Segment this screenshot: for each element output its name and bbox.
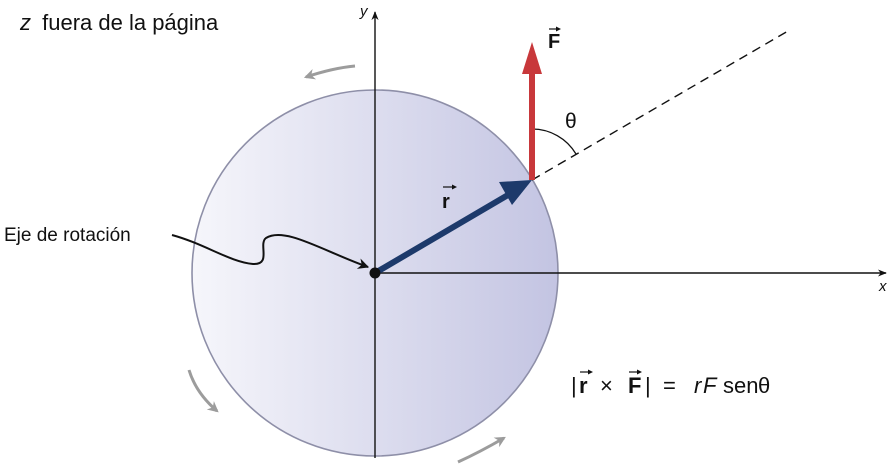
r-vector-head: [499, 180, 532, 205]
rotation-axis-label: Eje de rotación: [4, 225, 131, 246]
formula-theta: θ: [758, 373, 770, 398]
x-axis-label: x: [878, 278, 887, 295]
y-axis-label: y: [359, 3, 369, 20]
formula-sen: sen: [723, 373, 758, 398]
formula-bar-open: |: [571, 373, 577, 398]
F-vector-head: [522, 42, 542, 74]
rotation-arrow-bottom: [457, 436, 506, 464]
rotation-axis-point: [369, 267, 381, 279]
r-vector-label: r: [442, 191, 450, 213]
z-symbol: z: [19, 10, 31, 35]
r-label-arrow-tip: [452, 184, 457, 190]
z-out-of-page-note: z fuera de la página: [19, 10, 219, 35]
torque-magnitude-formula: | r × F | = r F sen θ: [571, 369, 770, 398]
line-of-action-dashed: [531, 30, 789, 181]
theta-label: θ: [565, 110, 577, 133]
formula-times: ×: [600, 373, 613, 398]
F-label-arrow-tip: [556, 26, 561, 32]
formula-equals: =: [663, 373, 676, 398]
F-vector-label: F: [548, 31, 560, 53]
theta-arc: [531, 128, 577, 155]
formula-r-arrow-tip: [588, 369, 593, 375]
rotation-arrow-top: [303, 64, 356, 80]
formula-F-arrow-tip: [637, 369, 642, 375]
formula-rF-F: F: [703, 373, 718, 398]
formula-r: r: [579, 373, 588, 398]
rotation-arrow-lower-left: [187, 369, 219, 413]
rotation-axis-callout-arrow: [171, 233, 370, 269]
formula-F: F: [628, 373, 641, 398]
r-vector-shaft: [372, 192, 511, 276]
z-note-text: fuera de la página: [42, 10, 219, 35]
formula-bar-close: |: [645, 373, 651, 398]
formula-rF-r: r: [694, 373, 703, 398]
